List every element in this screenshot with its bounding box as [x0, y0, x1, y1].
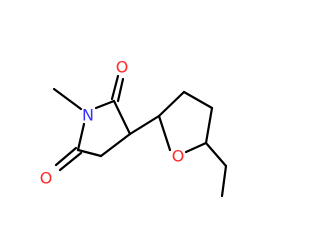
bond-c3-thf — [128, 114, 161, 136]
bond-thf-c3-c4 — [182, 90, 214, 110]
molecule-canvas: N O O O — [39, 57, 228, 198]
bond-c-lower-n — [76, 122, 86, 152]
bond-c4-c-lower — [76, 148, 103, 158]
bond-ethyl-1 — [204, 141, 228, 168]
atom-o-ring: O — [172, 147, 185, 166]
atom-o-carbonyl-top: O — [116, 58, 129, 77]
bond-upper-carbonyl-a — [110, 74, 120, 101]
bond-c-upper-c3 — [112, 99, 132, 136]
bond-thf-c4-c5 — [204, 106, 214, 145]
bond-thf-o-c2 — [157, 114, 172, 152]
bond-c3-c4 — [99, 132, 132, 158]
bond-lower-carbonyl-a — [54, 146, 78, 167]
bond-ethyl-2 — [220, 164, 228, 198]
bond-thf-c5-o — [184, 141, 208, 154]
atom-o-carbonyl-bottom: O — [40, 169, 53, 188]
bond-lower-carbonyl-b — [58, 151, 83, 172]
bond-thf-c2-c3 — [157, 90, 186, 118]
bond-upper-carbonyl-b — [116, 77, 125, 103]
bond-methyl-n — [52, 87, 83, 111]
bond-n-c-upper — [94, 99, 116, 110]
atom-n: N — [82, 106, 94, 125]
structure-diagram: N O O O — [40, 58, 228, 198]
